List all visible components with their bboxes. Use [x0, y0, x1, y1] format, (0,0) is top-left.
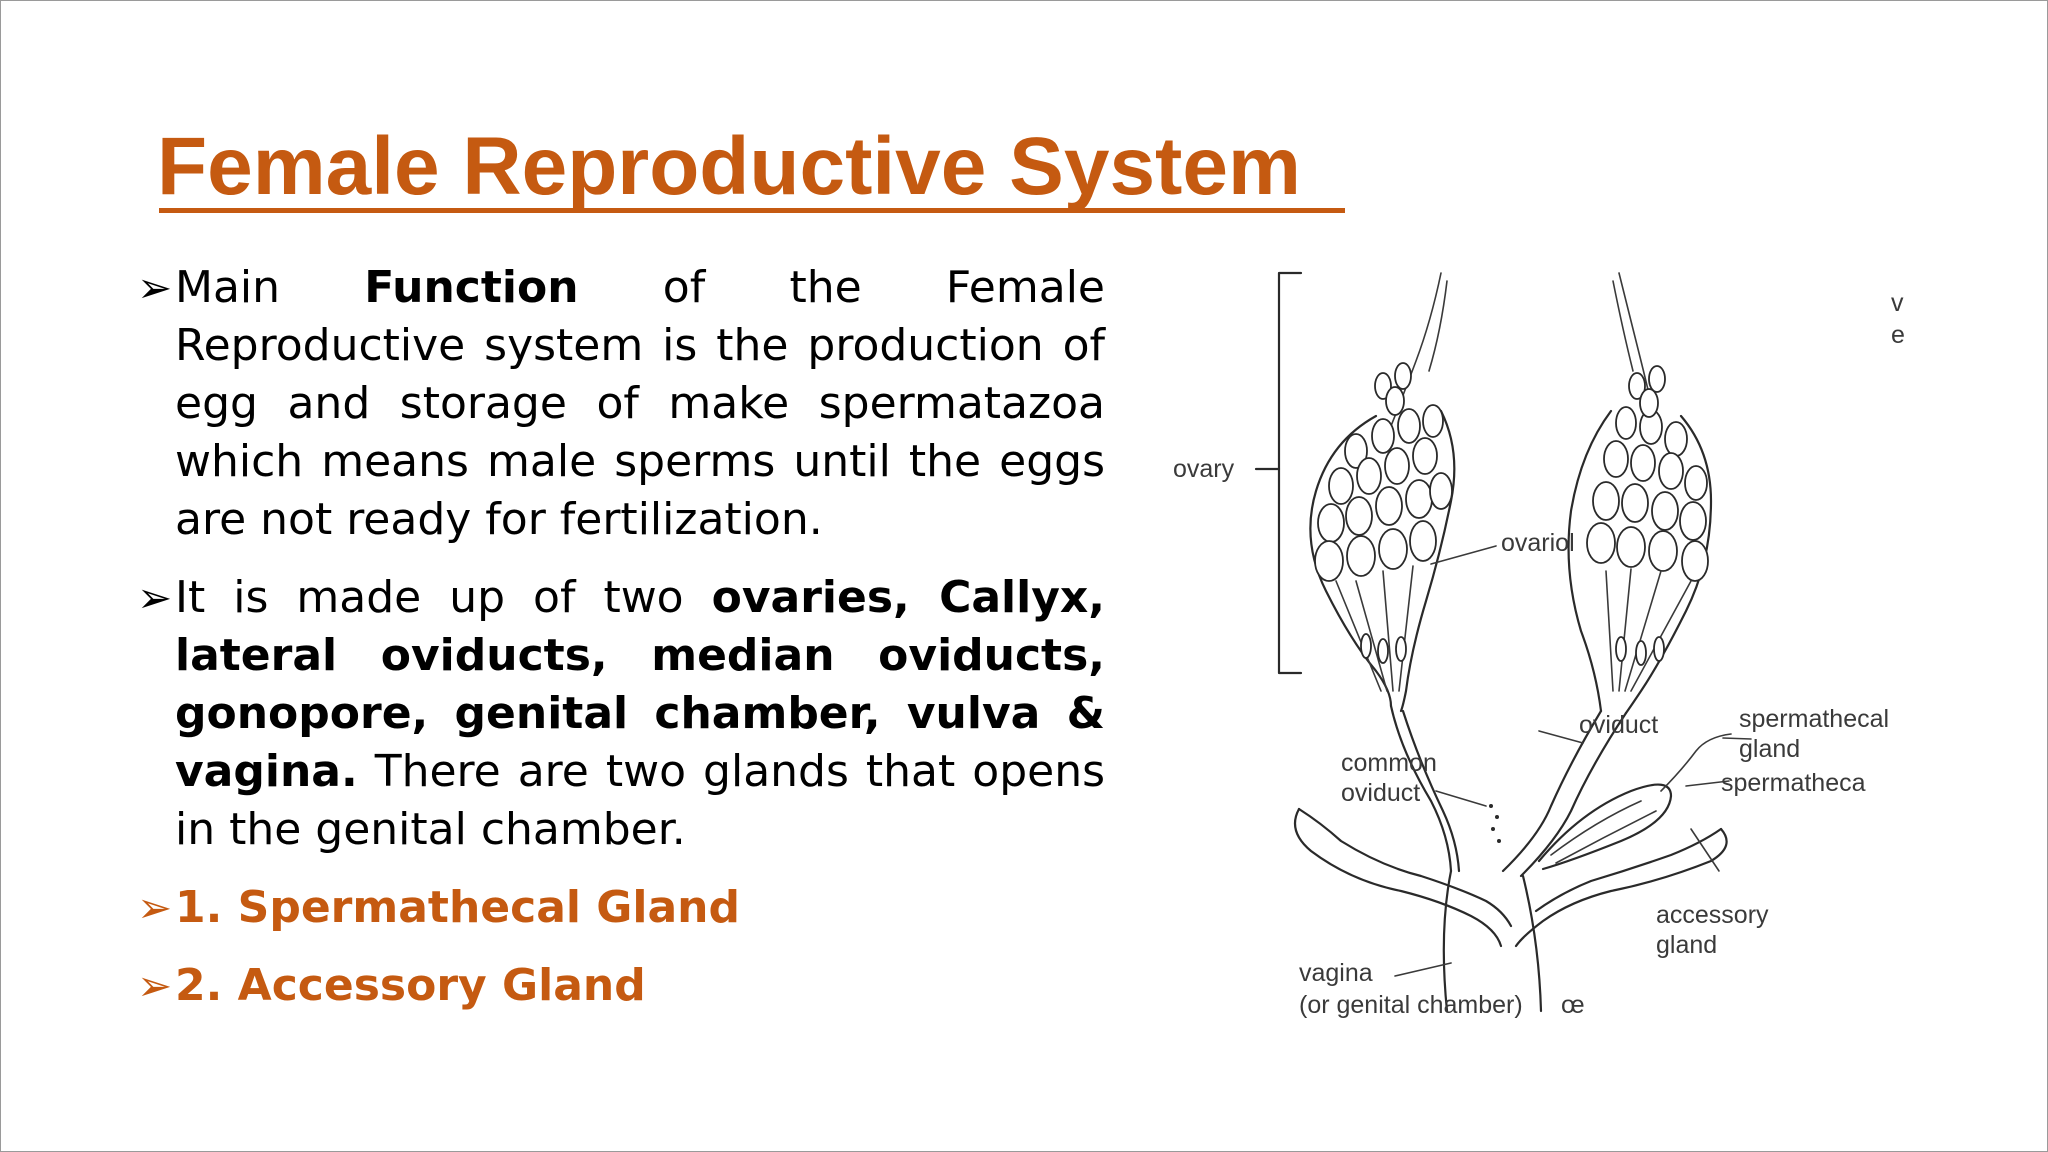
arrow-bullet-icon: ➢ — [137, 961, 173, 1010]
bullet-text: There are two glands that opens in the g… — [175, 746, 1105, 855]
label-oviduct: oviduct — [1579, 711, 1658, 739]
label-accessory-gland-1: accessory — [1656, 901, 1769, 929]
label-common-oviduct-2: oviduct — [1341, 779, 1420, 807]
label-spermatheca: spermatheca — [1721, 769, 1866, 797]
arrow-bullet-icon: ➢ — [137, 883, 173, 932]
bullet-function: ➢Main Function of the Female Reproductiv… — [137, 259, 1105, 549]
bullet-bold-text: ovaries, Callyx, lateral oviducts, media… — [175, 572, 1105, 797]
bullet-components: ➢It is made up of two ovaries, Callyx, l… — [137, 569, 1105, 859]
label-common-oviduct-1: common — [1341, 749, 1437, 777]
label-spermathecal-gland-2: gland — [1739, 735, 1800, 763]
label-credit: œ — [1561, 991, 1585, 1019]
arrow-bullet-icon: ➢ — [137, 573, 173, 622]
slide-title: Female Reproductive System — [157, 121, 1301, 212]
ovary-bracket — [1254, 271, 1303, 675]
reproductive-system-diagram: ovary ovariol oviduct common oviduct spe… — [1173, 271, 1905, 1019]
arrow-bullet-icon: ➢ — [137, 263, 173, 312]
right-ovary — [1567, 272, 1713, 715]
bullet-text: It is made up of two — [175, 572, 712, 623]
oviducts — [1389, 704, 1628, 1013]
bullet-text: of the Female Reproductive system is the… — [175, 262, 1105, 545]
label-genital-chamber: (or genital chamber) — [1299, 991, 1523, 1019]
left-ovary — [1309, 272, 1456, 713]
accessory-glands — [1293, 807, 1728, 948]
bullet-spermathecal-gland: ➢1. Spermathecal Gland — [137, 879, 1105, 937]
label-ovariol: ovariol — [1501, 529, 1575, 557]
bullet-accessory-gland: ➢2. Accessory Gland — [137, 957, 1105, 1015]
leader-lines — [1394, 545, 1752, 977]
label-ovary: ovary — [1173, 455, 1235, 483]
label-cut-off-1: v — [1891, 289, 1904, 317]
spermatheca — [1537, 733, 1732, 871]
label-vagina: vagina — [1299, 959, 1373, 987]
common-oviduct-markers — [1489, 804, 1501, 843]
title-underline — [159, 208, 1345, 213]
label-accessory-gland-2: gland — [1656, 931, 1717, 959]
label-spermathecal-gland-1: spermathecal — [1739, 705, 1889, 733]
gland-label: 2. Accessory Gland — [175, 960, 646, 1011]
bullet-bold-text: Function — [364, 262, 579, 313]
gland-label: 1. Spermathecal Gland — [175, 882, 740, 933]
bullet-list: ➢Main Function of the Female Reproductiv… — [137, 259, 1105, 1035]
label-cut-off-2: e — [1891, 321, 1905, 349]
bullet-text: Main — [175, 262, 365, 313]
